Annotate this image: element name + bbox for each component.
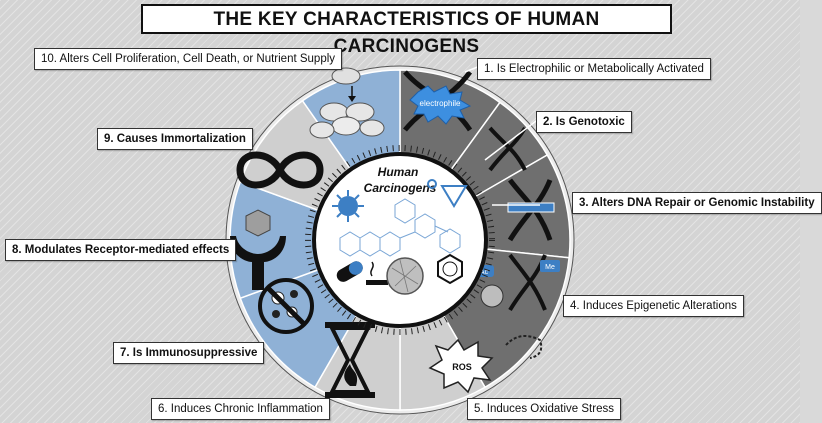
acetyl-label: Ac bbox=[480, 269, 489, 276]
characteristic-10-label: 10. Alters Cell Proliferation, Cell Deat… bbox=[34, 48, 343, 70]
segment-5-ros: ROS bbox=[428, 338, 494, 394]
characteristic-5-label: 5. Induces Oxidative Stress bbox=[467, 398, 621, 420]
segment-7-immunosuppression bbox=[258, 278, 314, 334]
center-title-line1: Human bbox=[378, 165, 419, 179]
electrophile-burst-icon bbox=[409, 85, 472, 125]
characteristic-6-label: 6. Induces Chronic Inflammation bbox=[151, 398, 330, 420]
triangle-molecule-icon bbox=[427, 179, 468, 208]
infinity-icon bbox=[236, 151, 324, 189]
center-ring-dots bbox=[305, 145, 495, 335]
nucleosome-chain bbox=[505, 335, 543, 359]
segment-1-electrophile: electrophile bbox=[403, 70, 473, 132]
benzene-icon bbox=[437, 253, 463, 285]
characteristic-8-label: 8. Modulates Receptor-mediated effects bbox=[5, 239, 237, 261]
dna-break-bar bbox=[507, 202, 555, 213]
ros-label: ROS bbox=[452, 362, 472, 372]
center-title-line2: Carcinogens bbox=[364, 181, 437, 195]
hourglass-flame-icon bbox=[325, 322, 375, 398]
methyl-label: Me bbox=[545, 264, 555, 271]
characteristic-7-label: 7. Is Immunosuppressive bbox=[113, 342, 265, 364]
cell-proliferation-icon bbox=[309, 67, 385, 139]
characteristic-2-label: 2. Is Genotoxic bbox=[536, 111, 632, 133]
diagram-title: THE KEY CHARACTERISTICS OF HUMAN CARCINO… bbox=[141, 4, 672, 57]
chemical-structure-icon bbox=[339, 198, 461, 257]
characteristic-4-label: 4. Induces Epigenetic Alterations bbox=[563, 295, 744, 317]
characteristic-9-label: 9. Causes Immortalization bbox=[97, 128, 253, 150]
characteristic-1-label: 1. Is Electrophilic or Metabolically Act… bbox=[477, 58, 711, 80]
methyl-tag bbox=[540, 260, 560, 272]
characteristic-3-label: 3. Alters DNA Repair or Genomic Instabil… bbox=[572, 192, 822, 214]
ros-burst-icon bbox=[428, 338, 494, 394]
histone-icon bbox=[480, 284, 504, 308]
pill-icon bbox=[336, 261, 363, 282]
electrophile-label: electrophile bbox=[420, 99, 461, 108]
segment-3-dna-repair bbox=[507, 178, 555, 242]
cigarette-icon bbox=[366, 261, 388, 285]
carcinogen-wheel: electrophile Ac Me ROS bbox=[225, 65, 575, 415]
receptor-icon bbox=[230, 209, 286, 290]
virus-icon bbox=[332, 190, 364, 222]
